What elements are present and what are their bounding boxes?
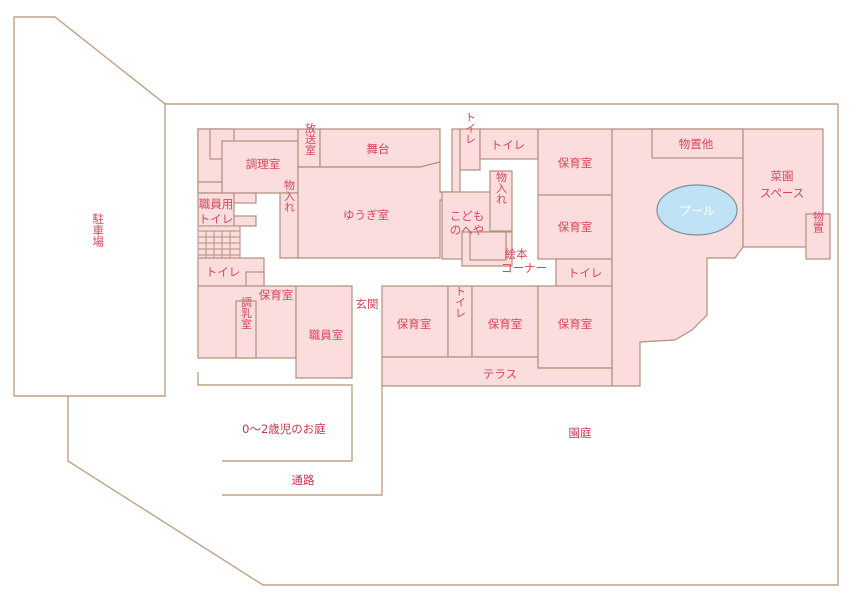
staff-room [295, 285, 353, 379]
nursery-room-1-label: 保育室 [558, 156, 593, 170]
nursery-room-4-label: 保育室 [488, 317, 523, 331]
terrace [381, 356, 613, 387]
passage-outline [222, 385, 383, 496]
toilet-top [479, 128, 539, 160]
site-boundary [67, 103, 839, 586]
staff-toilet [197, 192, 235, 227]
yard-label: 園庭 [569, 426, 592, 440]
entrance-label: 玄関 [356, 297, 379, 311]
nursery-room-5 [537, 285, 613, 369]
pool [656, 184, 738, 236]
closet-1 [279, 192, 299, 259]
nursery-room-4 [471, 285, 539, 358]
parking-label: 駐車場 [71, 212, 106, 248]
garden-label-1: 菜園 [771, 169, 794, 183]
toilet-vertical-label: トイレ [464, 112, 477, 145]
toilet-right [555, 258, 613, 287]
cooking-room [221, 140, 299, 194]
toilet-left-sub [245, 271, 265, 287]
storage-etc-room [651, 128, 744, 159]
storage-etc-label: 物置他 [679, 137, 714, 151]
picture-book-label-1: 絵本 [505, 247, 528, 261]
kitchen-corner [197, 181, 223, 194]
nursery-room-3-label: 保育室 [397, 317, 432, 331]
nursery-room-2 [537, 194, 613, 260]
toilet-top-label: トイレ [491, 138, 526, 152]
toilet-right-label: トイレ [568, 266, 603, 280]
staff-toilet-divider [233, 192, 257, 204]
milk-room [235, 300, 257, 359]
toilet-middle-label: トイレ [454, 286, 467, 319]
pool-label: プール [679, 204, 715, 218]
closet-1-label: 物入れ [283, 178, 296, 212]
nursery-room-2-label: 保育室 [558, 220, 593, 234]
nursery-room-3 [381, 285, 449, 358]
cooking-room-label: 調理室 [246, 157, 281, 171]
staff-toilet-label-1: 職員用 [199, 197, 234, 211]
storage-room [805, 213, 831, 260]
playroom-label: ゆうぎ室 [343, 208, 389, 222]
kids-room-label-1: こども [450, 209, 485, 223]
picture-book-label-2: コーナー [501, 261, 547, 275]
closet-2-label: 物入れ [495, 170, 508, 204]
garden-label-2: スペース [760, 186, 805, 200]
terrace-label: テラス [483, 367, 517, 381]
pool-hall [611, 128, 744, 387]
kids-room-label-2: のへや [450, 223, 485, 237]
milk-room-label: 調乳室 [240, 295, 253, 329]
nursery-room-1 [537, 128, 613, 196]
toilet-left-label: トイレ [206, 265, 241, 279]
broadcast-room-label: 放送室 [304, 121, 317, 155]
playroom [297, 128, 461, 259]
passage-label: 通路 [292, 473, 315, 487]
storage-label: 物置 [812, 210, 825, 233]
nursery-room-left-label: 保育室 [259, 288, 294, 302]
infant-yard-outline [197, 372, 353, 462]
parking-lot [13, 16, 166, 397]
infant-yard-label: 0〜2歳児のお庭 [242, 422, 326, 436]
closet-2 [489, 170, 513, 232]
staff-toilet-label-2: トイレ [199, 212, 234, 226]
nursery-room-5-label: 保育室 [558, 317, 593, 331]
kids-room-niche-inner [469, 231, 507, 261]
staff-room-label: 職員室 [309, 328, 344, 342]
staff-toilet-divider-2 [233, 215, 257, 227]
stage-label: 舞台 [367, 142, 390, 156]
